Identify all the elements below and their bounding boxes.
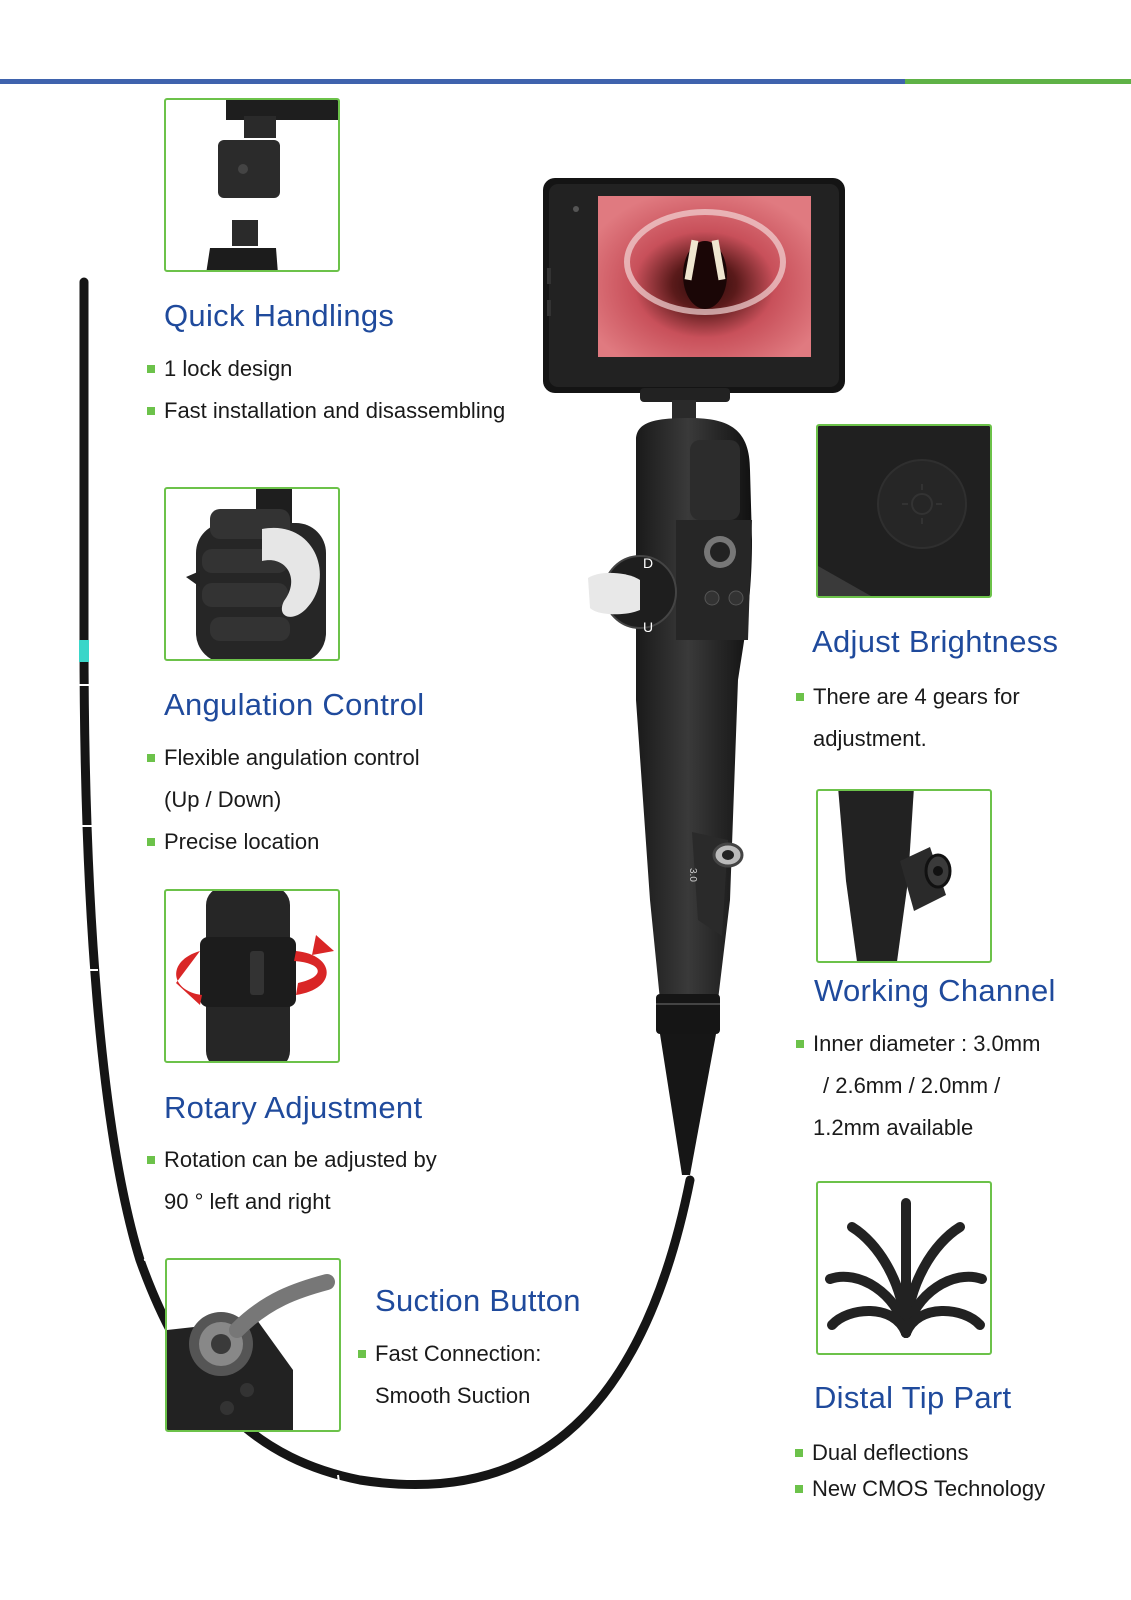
bullet-marker-icon bbox=[147, 1156, 155, 1164]
adjust-brightness-bullet-continuation: adjustment. bbox=[813, 726, 927, 751]
bullet-text: Flexible angulation control bbox=[164, 745, 420, 770]
rotary-adjustment-bullet-continuation: 90 ° left and right bbox=[164, 1189, 331, 1214]
bullet-marker-icon bbox=[147, 365, 155, 373]
suction-button-title: Suction Button bbox=[375, 1283, 581, 1318]
suction-button-bullet-continuation: Smooth Suction bbox=[375, 1383, 531, 1408]
working-channel-title: Working Channel bbox=[814, 973, 1056, 1008]
knob-label-up: U bbox=[643, 619, 653, 635]
distal-tip-part-title: Distal Tip Part bbox=[814, 1380, 1012, 1415]
bullet-marker-icon bbox=[795, 1449, 803, 1457]
top-divider-green-segment bbox=[905, 79, 1131, 84]
bullet-marker-icon bbox=[796, 1040, 804, 1048]
top-divider-bar bbox=[0, 79, 1131, 84]
angulation-control-bullet: Precise location bbox=[147, 821, 320, 863]
bullet-text: Dual deflections bbox=[812, 1440, 969, 1465]
suction-button-bullet: Fast Connection: bbox=[358, 1333, 542, 1375]
bullet-marker-icon bbox=[147, 407, 155, 415]
distal-tip-part-image bbox=[816, 1181, 992, 1355]
quick-handlings-bullet: 1 lock design bbox=[147, 348, 293, 390]
working-channel-bullet-continuation: / 2.6mm / 2.0mm / bbox=[823, 1073, 1001, 1098]
monitor bbox=[543, 178, 845, 393]
bullet-marker-icon bbox=[358, 1350, 366, 1358]
angulation-control-bullet-continuation: (Up / Down) bbox=[164, 787, 282, 812]
working-channel-bullet-continuation: 1.2mm available bbox=[813, 1115, 974, 1140]
rotary-adjustment-image bbox=[164, 889, 340, 1063]
bullet-text: Precise location bbox=[164, 829, 320, 854]
bullet-text: Rotation can be adjusted by bbox=[164, 1147, 437, 1172]
quick-handlings-title: Quick Handlings bbox=[164, 298, 395, 333]
suction-button-image bbox=[165, 1258, 341, 1432]
tube-marker bbox=[79, 640, 89, 662]
angulation-control-bullet: Flexible angulation control bbox=[147, 737, 420, 779]
top-divider-blue-segment bbox=[0, 79, 905, 84]
bullet-marker-icon bbox=[147, 838, 155, 846]
monitor-mount bbox=[640, 388, 730, 402]
bullet-marker-icon bbox=[796, 693, 804, 701]
rotary-adjustment-title: Rotary Adjustment bbox=[164, 1090, 423, 1125]
adjust-brightness-title: Adjust Brightness bbox=[812, 624, 1059, 659]
knob-label-down: D bbox=[643, 555, 653, 571]
bullet-text: Fast installation and disassembling bbox=[164, 398, 506, 423]
bullet-text: 1 lock design bbox=[164, 356, 293, 381]
bullet-marker-icon bbox=[147, 754, 155, 762]
angulation-control-title: Angulation Control bbox=[164, 687, 425, 722]
bullet-text: New CMOS Technology bbox=[812, 1476, 1046, 1501]
angulation-control-image bbox=[164, 487, 340, 661]
adjust-brightness-image bbox=[816, 424, 992, 598]
adjust-brightness-bullet: There are 4 gears for bbox=[796, 676, 1020, 718]
bullet-text: Inner diameter : 3.0mm bbox=[813, 1031, 1041, 1056]
quick-handlings-bullet: Fast installation and disassembling bbox=[147, 390, 506, 432]
strain-relief bbox=[660, 1034, 716, 1175]
rotary-collar bbox=[656, 994, 720, 1034]
bullet-text: Fast Connection: bbox=[375, 1341, 542, 1366]
bullet-text: There are 4 gears for bbox=[813, 684, 1020, 709]
channel-size-label: 3.0 bbox=[687, 868, 698, 882]
distal-tip-part-bullet: New CMOS Technology bbox=[795, 1468, 1046, 1510]
distal-tip-part-bullet: Dual deflections bbox=[795, 1432, 969, 1474]
quick-handlings-image bbox=[164, 98, 340, 272]
rotary-adjustment-bullet: Rotation can be adjusted by bbox=[147, 1139, 437, 1181]
working-channel-bullet: Inner diameter : 3.0mm bbox=[796, 1023, 1041, 1065]
bullet-marker-icon bbox=[795, 1485, 803, 1493]
working-channel-image bbox=[816, 789, 992, 963]
